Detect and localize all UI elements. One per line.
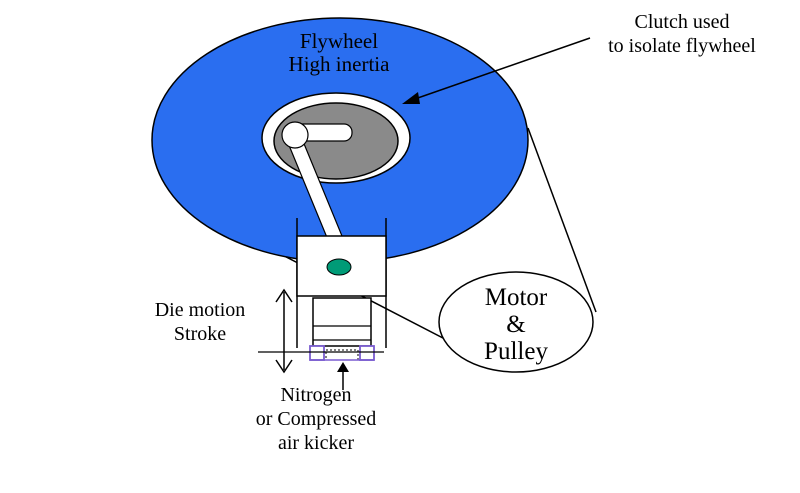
- die-motion-label-line1: Die motion: [155, 299, 246, 321]
- motor-pulley: [438, 271, 594, 373]
- flywheel-label-line2: High inertia: [289, 52, 391, 76]
- kicker-label-line2: or Compressed: [256, 408, 377, 430]
- kicker-block-left: [309, 345, 325, 361]
- motor-label-line2: &: [506, 311, 525, 338]
- stroke-arrow: [275, 288, 293, 374]
- clutch-arrow: [402, 37, 591, 104]
- kicker-label-line3: air kicker: [278, 432, 354, 454]
- ram-indicator: [326, 258, 352, 276]
- motor-label-line3: Pulley: [484, 338, 548, 365]
- clutch-label-line2: to isolate flywheel: [608, 35, 756, 57]
- kicker-label-line1: Nitrogen: [280, 384, 351, 406]
- clutch-label-line1: Clutch used: [635, 11, 730, 33]
- kicker-arrow: [337, 362, 349, 390]
- kicker-block-right: [359, 345, 375, 361]
- motor-label-line1: Motor: [485, 284, 548, 311]
- flywheel-label-line1: Flywheel: [300, 29, 378, 53]
- belt-upper: [527, 127, 597, 313]
- crank-pin: [281, 121, 309, 149]
- die-block: [312, 297, 372, 347]
- die-motion-label-line2: Stroke: [174, 323, 226, 345]
